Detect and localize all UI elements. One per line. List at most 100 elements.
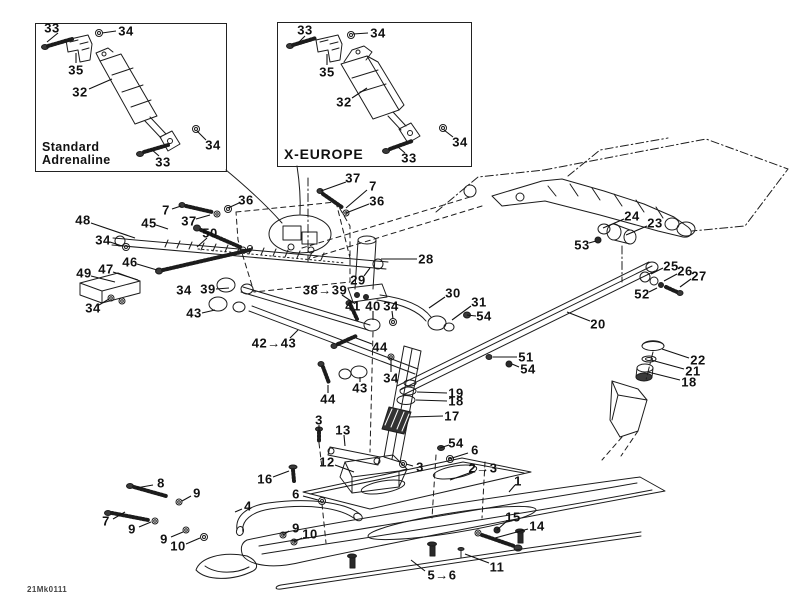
part-label: 4 bbox=[244, 498, 252, 514]
leader-line bbox=[155, 224, 169, 230]
leader-line bbox=[185, 537, 201, 545]
part-label: 41 bbox=[345, 298, 361, 314]
leader-line bbox=[150, 148, 160, 157]
leader-line bbox=[448, 452, 469, 460]
grab-handle bbox=[104, 483, 363, 541]
part-label: 6 bbox=[292, 486, 300, 502]
leader-line bbox=[171, 205, 182, 210]
part-label: 5→6 bbox=[427, 567, 457, 583]
leader-line bbox=[451, 305, 472, 321]
part-label: 35 bbox=[68, 62, 84, 78]
upper-arm bbox=[111, 235, 389, 270]
leader-line bbox=[334, 464, 355, 473]
leader-line bbox=[353, 310, 356, 319]
leader-line bbox=[227, 202, 240, 209]
part-label: 7 bbox=[162, 202, 170, 218]
leader-line bbox=[201, 309, 216, 314]
part-label: 18 bbox=[448, 393, 464, 409]
callout bbox=[225, 165, 332, 263]
part-label: 8 bbox=[157, 475, 165, 491]
part-label: 54 bbox=[476, 308, 492, 324]
leader-line bbox=[170, 531, 184, 538]
leader-line bbox=[408, 415, 444, 418]
leader-line bbox=[428, 296, 446, 309]
part-label: 38→39 bbox=[302, 282, 348, 298]
part-label: 35 bbox=[319, 64, 335, 80]
part-label: 54 bbox=[520, 361, 536, 377]
leader-line bbox=[464, 553, 490, 564]
part-label: 34 bbox=[383, 370, 399, 386]
leader-line bbox=[648, 287, 658, 293]
part-label: 48 bbox=[75, 212, 91, 228]
upper-arm-hardware bbox=[79, 188, 350, 305]
part-label: 15 bbox=[505, 509, 521, 525]
part-label: 32 bbox=[72, 84, 88, 100]
frame-sketch bbox=[301, 137, 789, 259]
leader-line bbox=[410, 559, 426, 572]
part-label: 21 bbox=[685, 363, 701, 379]
inset-title-x-europe: X-EUROPE bbox=[284, 147, 364, 162]
leader-line bbox=[391, 310, 394, 320]
part-label: 42→43 bbox=[251, 335, 297, 351]
leader-line bbox=[345, 189, 368, 209]
part-label: 9 bbox=[128, 521, 136, 537]
part-label: 31 bbox=[471, 294, 487, 310]
part-label: 9 bbox=[193, 485, 201, 501]
leader-line bbox=[297, 35, 306, 44]
part-label: 37 bbox=[345, 170, 361, 186]
part-label: 34 bbox=[176, 282, 192, 298]
part-label: 33 bbox=[155, 154, 171, 170]
leader-line bbox=[443, 129, 454, 138]
part-label: 28 bbox=[418, 251, 434, 267]
part-label: 50 bbox=[202, 225, 218, 241]
leader-line bbox=[343, 434, 346, 447]
leader-line bbox=[588, 240, 597, 244]
leader-line bbox=[112, 271, 139, 281]
part-label: 53 bbox=[574, 237, 590, 253]
part-label: 25 bbox=[663, 258, 679, 274]
part-label: 9 bbox=[160, 531, 168, 547]
leader-line bbox=[415, 399, 448, 402]
part-label: 14 bbox=[529, 518, 545, 534]
leader-line bbox=[181, 495, 192, 502]
shock-absorber-standard bbox=[41, 29, 200, 157]
part-label: 52 bbox=[634, 286, 650, 302]
part-label: 1 bbox=[514, 473, 522, 489]
leader-line bbox=[234, 508, 243, 513]
part-label: 26 bbox=[677, 263, 693, 279]
leader-line bbox=[650, 359, 685, 370]
spindle-leg bbox=[369, 331, 422, 463]
leader-line bbox=[101, 30, 117, 34]
part-label: 23 bbox=[647, 215, 663, 231]
leader-line bbox=[282, 530, 290, 536]
leader-line bbox=[466, 314, 477, 317]
trailing-arm bbox=[491, 178, 696, 244]
leader-line bbox=[215, 287, 230, 290]
leader-line bbox=[449, 471, 473, 481]
part-label: 34 bbox=[85, 300, 101, 316]
part-label: 13 bbox=[335, 422, 351, 438]
part-label: 16 bbox=[257, 471, 273, 487]
part-label: 32 bbox=[336, 94, 352, 110]
leader-line bbox=[90, 222, 136, 239]
inset-standard-adrenaline-box: Standard Adrenaline bbox=[35, 23, 227, 172]
leader-line bbox=[135, 484, 154, 489]
part-label: 6 bbox=[471, 442, 479, 458]
ski bbox=[195, 476, 666, 579]
leader-line bbox=[138, 521, 152, 528]
part-label: 20 bbox=[590, 316, 606, 332]
part-label: 34 bbox=[452, 134, 468, 150]
leader-line bbox=[46, 32, 59, 43]
inset-title-line1: Standard bbox=[42, 139, 100, 154]
leader-line bbox=[663, 273, 678, 282]
part-label: 27 bbox=[691, 268, 707, 284]
frame-bracket-right bbox=[601, 340, 665, 461]
part-label: 47 bbox=[98, 261, 114, 277]
part-label: 7 bbox=[102, 513, 110, 529]
part-label: 17 bbox=[444, 408, 460, 424]
part-label: 44 bbox=[320, 391, 336, 407]
leader-line bbox=[511, 363, 520, 368]
leader-line bbox=[196, 237, 208, 248]
